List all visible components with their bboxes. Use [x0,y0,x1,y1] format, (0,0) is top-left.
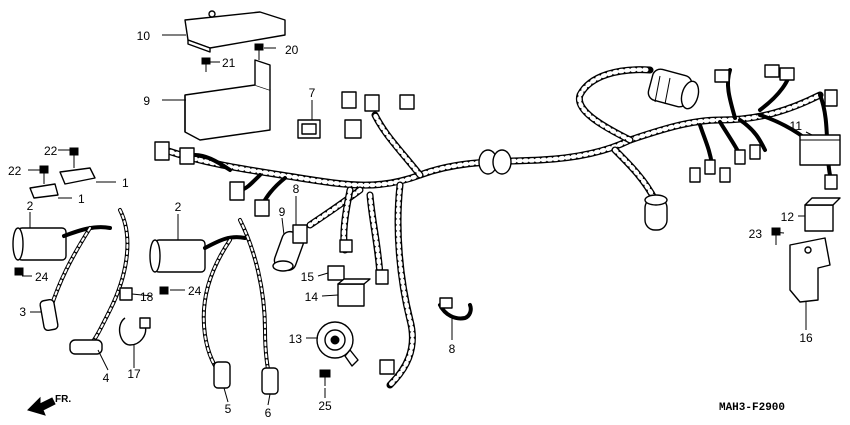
callout-8: 8 [293,182,300,196]
callout-15: 13 [289,332,303,346]
part-18-bracket [789,237,831,303]
callout-21: 21 [222,56,236,70]
part-16-relay [337,278,371,307]
part-10-band [438,297,473,321]
main-coupler [647,68,700,110]
part-15-horn [316,321,359,367]
part-5-spark-plug-cap [213,361,231,389]
callout-19: 17 [127,367,141,381]
callout-18: 16 [799,331,813,345]
callout-9: 9 [279,205,286,219]
callout-16: 14 [305,290,319,304]
callout-20: 18 [140,290,154,304]
round-plug-cap [644,194,668,231]
part-13-unit [799,134,841,166]
callout-23: 23 [749,227,763,241]
callout-10: 8 [449,342,456,356]
callout-3: 3 [19,305,26,319]
part-4-spark-plug-cap [69,339,103,355]
callout-24: 24 [35,270,49,284]
front-direction-arrow-icon: FR. [27,394,71,416]
part-12-cover [184,10,286,53]
callout-24: 24 [188,284,202,298]
leader-lines [22,34,813,406]
callout-4: 4 [103,371,110,385]
part-2-ignition-coil-right [149,218,272,382]
callout-6: 6 [265,406,272,420]
callout-1: 1 [78,192,85,206]
harness-connectors [154,64,838,375]
callout-5: 5 [225,402,232,416]
part-8-connector [292,224,308,244]
callout-22: 22 [8,164,22,178]
part-11-bracket [184,59,271,141]
callout-1: 1 [122,176,129,190]
callout-2: 2 [27,199,34,213]
callout-labels: 10 20 21 9 7 11 12 23 16 1 1 22 22 2 2 2… [8,29,813,420]
callout-13: 11 [790,119,803,133]
callout-7: 7 [309,86,316,100]
part-14-relay [804,197,841,232]
direction-label: FR. [55,394,71,405]
callout-17: 15 [301,270,315,284]
part-7-connector [297,119,321,139]
part-2-ignition-coil-left [12,208,130,347]
bolt-23-icon [771,227,781,245]
part-19-clip [118,317,151,346]
part-3-spark-plug-cap [39,298,59,332]
bolt-25-icon [319,369,331,386]
part-17-connector [327,265,345,281]
part-20-clip [119,287,133,301]
callout-2: 2 [175,200,182,214]
callout-12: 10 [137,29,151,43]
callout-21: 20 [285,43,299,57]
callout-11: 9 [143,94,150,108]
figure-code: MAH3-F2900 [719,402,785,414]
bolt-22-icon [39,147,79,184]
part-6-spark-plug-cap [261,367,279,395]
callout-25: 25 [318,399,332,413]
bolt-24-icon [14,267,169,295]
callout-14: 12 [781,210,795,224]
callout-22: 22 [44,144,58,158]
bolt-21-icon [201,43,264,72]
part-1-clamps [29,167,96,199]
